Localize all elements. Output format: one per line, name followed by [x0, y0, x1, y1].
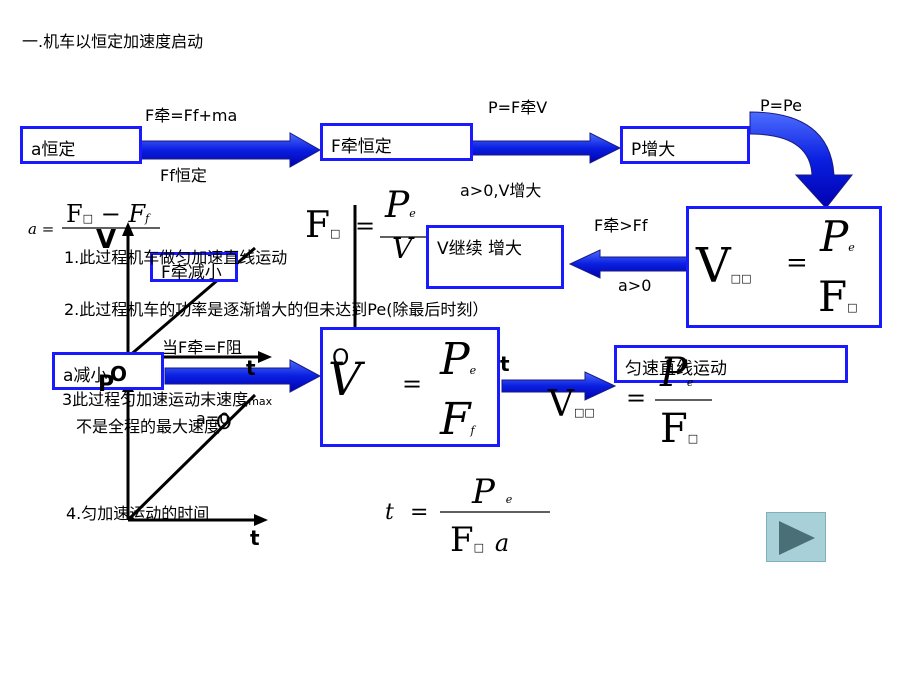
label-p-pe: P=Pe — [760, 96, 802, 115]
formula-v2-eq: = — [626, 384, 647, 412]
note-3: 3此过程匀加速运动末速度max — [62, 390, 273, 409]
graph1-x-arrowhead — [258, 351, 272, 363]
label-f-gt: F牵>Ff — [594, 216, 648, 235]
formula-f-lhs: F□ — [305, 205, 341, 246]
axis-o3-label: O — [332, 346, 350, 371]
formula-vmax-eq: = — [402, 370, 423, 398]
formula-vmax-num: Pe — [440, 334, 477, 385]
graph1-y-arrowhead — [122, 222, 134, 236]
formula-t-num: P e — [472, 472, 513, 512]
label-when-f: 当F牵=F阻 — [162, 338, 242, 357]
arrow-v-to-vcontinue — [568, 249, 691, 279]
arrow-a-to-f — [139, 132, 322, 168]
label-ff-const: Ff恒定 — [160, 166, 207, 185]
label-p-eq: P=F牵V — [488, 98, 548, 117]
play-icon — [779, 521, 815, 555]
page-title: 一.机车以恒定加速度启动 — [22, 32, 204, 51]
box-f-dec: F牵减小 — [150, 252, 238, 283]
play-button[interactable] — [766, 512, 826, 562]
box-uniform: 匀速直线运动 — [614, 345, 848, 383]
formula-v2-den: F□ — [660, 406, 699, 452]
formula-f-num: Pe — [385, 185, 416, 226]
label-a-v-inc: a>0,V增大 — [460, 181, 542, 200]
note-4: 4.匀加速运动的时间 — [66, 504, 210, 523]
axis-p-label: P — [98, 372, 115, 397]
graph2-x-arrowhead — [254, 514, 268, 526]
label-f-eq: F牵=Ff+ma — [145, 106, 238, 125]
formula-a-numerator: F□ − Ff — [66, 200, 150, 228]
graph-p-t — [126, 385, 260, 522]
note-2: 2.此过程机车的功率是逐渐增大的但未达到Pe(除最后时刻） — [64, 300, 489, 319]
formula-a-lhs: a = — [28, 220, 55, 238]
box-a-const: a恒定 — [20, 126, 142, 164]
axis-t2-label: t — [250, 526, 260, 550]
formula-f-den: V — [392, 232, 413, 265]
axis-t3-label: t — [500, 352, 510, 376]
formula-v-eq: = — [786, 248, 808, 278]
note-3b: 不是全程的最大速度 — [76, 417, 221, 436]
note-1: 1.此过程机车做匀加速直线运动 — [64, 248, 288, 267]
formula-vmax-den: Ff — [440, 394, 475, 445]
axis-t1-label: t — [246, 356, 256, 380]
formula-v2-num: Pe — [660, 350, 694, 396]
label-a-eq0: a=0 — [196, 409, 230, 428]
box-f-const: F牵恒定 — [320, 123, 473, 161]
formula-v-lhs: V□□ — [696, 238, 752, 294]
formula-t-eq: = — [410, 500, 429, 525]
formula-v-den: F□ — [818, 272, 858, 321]
arrow-amin-to-vmax — [164, 359, 322, 393]
arrow-f-to-p — [471, 132, 622, 164]
arrow-curve-p-to-v — [749, 111, 854, 209]
formula-v2-lhs: V□□ — [548, 384, 595, 425]
formula-vmax-lhs: V — [328, 352, 362, 406]
axis-v-label: V — [96, 225, 117, 255]
box-a-dec: a减小 — [52, 352, 164, 390]
formula-t-den: F□ a — [450, 520, 510, 560]
axis-o1-label: O — [110, 362, 128, 386]
arrow-vmax-to-uniform — [501, 371, 617, 401]
formula-t-lhs: t — [385, 500, 394, 525]
formula-v-num: Pe — [820, 212, 855, 261]
formula-f-eq: = — [355, 212, 376, 240]
axis-o2-label: O — [216, 410, 232, 434]
box-v-continue: V继续 增大 — [426, 225, 564, 289]
box-p-inc: P增大 — [620, 126, 750, 164]
box-vmax-formula — [320, 327, 500, 447]
label-a-gt0: a>0 — [618, 276, 652, 295]
box-v-formula — [686, 206, 882, 328]
